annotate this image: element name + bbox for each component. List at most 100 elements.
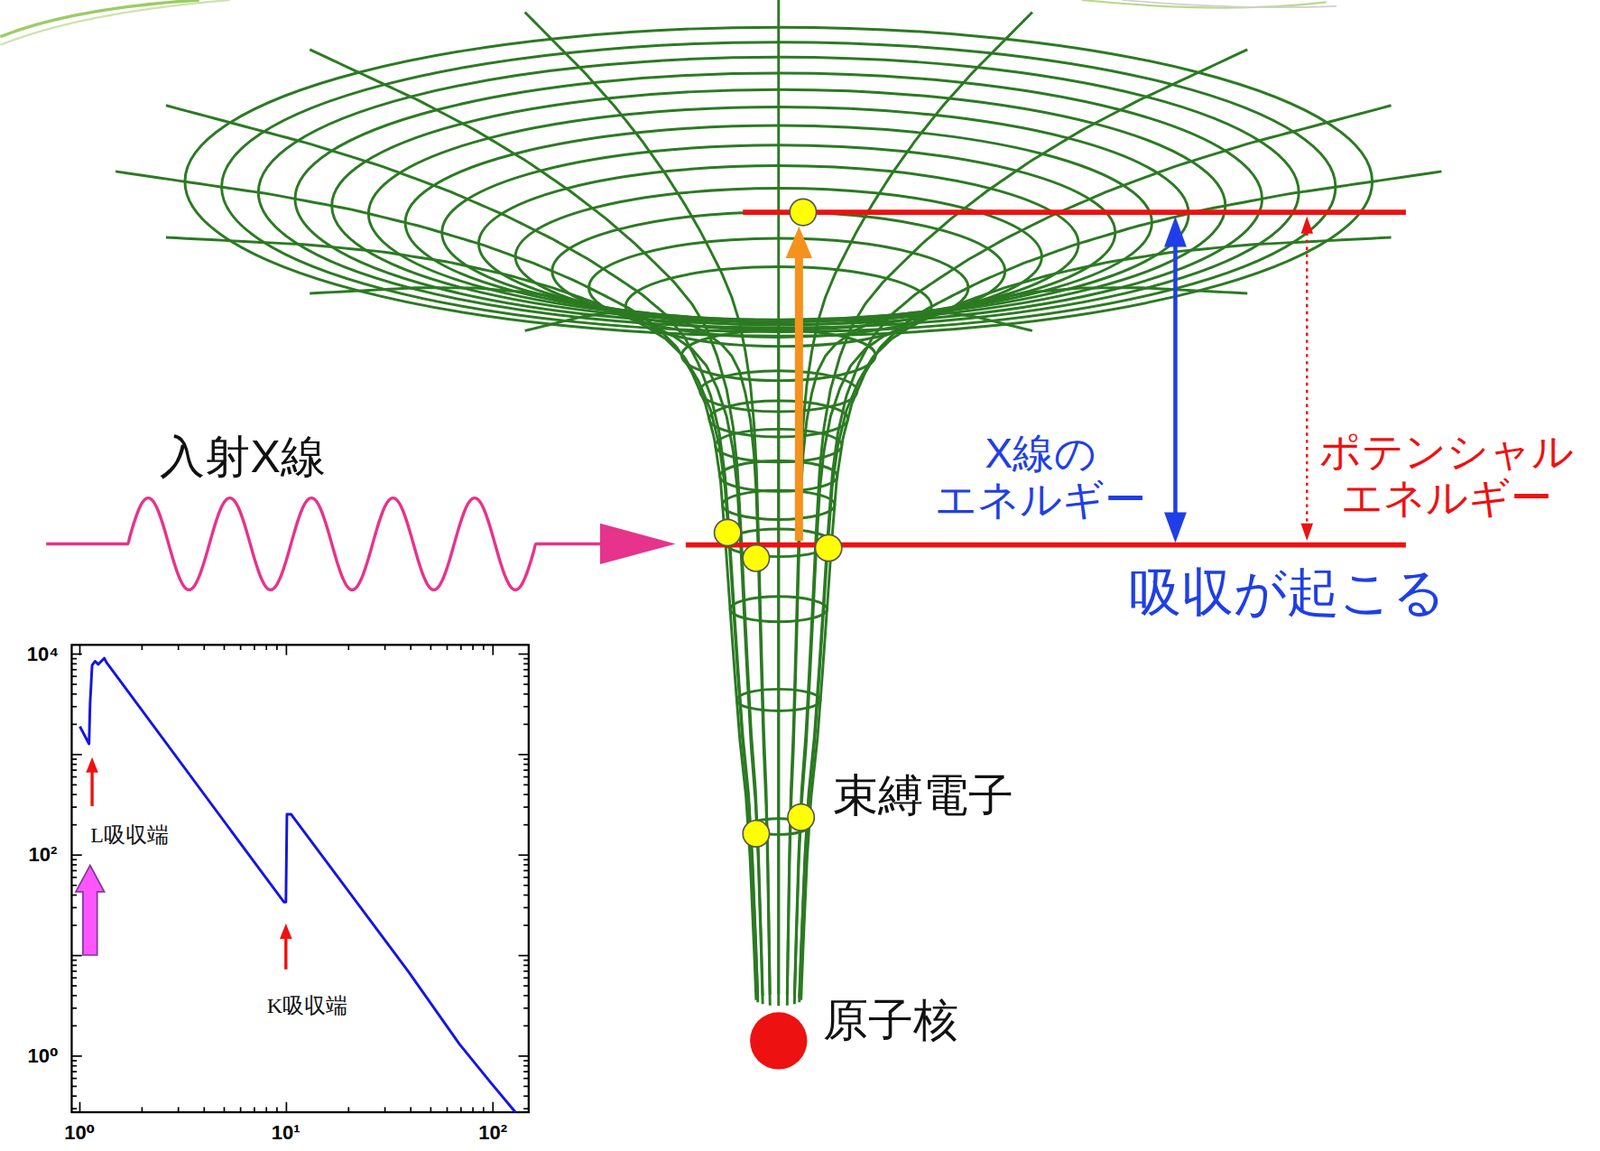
axis-tick xyxy=(482,1106,485,1112)
axis-tick xyxy=(523,1077,529,1080)
axis-tick xyxy=(409,644,412,650)
edge-label: K吸収端 xyxy=(265,993,350,1018)
axis-tick xyxy=(265,644,268,650)
axis-tick xyxy=(276,1106,278,1112)
axis-tick xyxy=(523,823,529,826)
axis-tick xyxy=(71,906,77,909)
axis-tick xyxy=(203,1106,205,1112)
axis-tick xyxy=(253,644,256,650)
absorption-curve xyxy=(79,657,516,1112)
axis-ticks xyxy=(71,644,528,1112)
xray-energy-arrow xyxy=(1164,216,1187,544)
beam-label: 入射X線 xyxy=(157,432,327,482)
axis-tick xyxy=(71,776,77,778)
axis-tick xyxy=(71,1077,77,1080)
axis-tick xyxy=(71,959,77,962)
arrow-head xyxy=(786,226,813,259)
axis-tick xyxy=(71,924,77,926)
axis-tick xyxy=(71,683,77,685)
axis-tick xyxy=(523,662,529,665)
axis-tick xyxy=(71,853,82,856)
axis-tick xyxy=(71,763,77,766)
axis-tick xyxy=(523,1085,529,1088)
axis-tick xyxy=(523,906,529,909)
axis-tick xyxy=(223,644,226,650)
tick-label: 10⁴ xyxy=(25,643,61,666)
axis-tick xyxy=(240,1106,242,1112)
block-arrow xyxy=(75,865,105,955)
tick-label: 10² xyxy=(476,1121,509,1144)
arrow-head xyxy=(1164,216,1187,248)
header-swoosh xyxy=(0,0,230,46)
energy-levels xyxy=(685,212,1406,545)
chart-frame xyxy=(71,644,528,1112)
energy-label: X線の エネルギー xyxy=(933,430,1148,522)
arrow-shaft xyxy=(90,769,93,806)
axis-tick xyxy=(71,723,77,726)
funnel-meridian xyxy=(525,11,771,994)
axis-tick xyxy=(523,1059,529,1062)
axis-tick xyxy=(71,1094,77,1097)
axis-tick xyxy=(523,668,529,671)
electrons xyxy=(714,198,842,847)
axis-tick xyxy=(71,1107,77,1110)
arrow-head xyxy=(1300,216,1314,234)
header-swoosh xyxy=(1122,0,1337,8)
axis-tick xyxy=(71,784,77,787)
header-decoration xyxy=(0,0,1337,46)
axis-tick xyxy=(286,1101,288,1112)
axis-tick xyxy=(523,723,529,726)
axis-tick xyxy=(460,644,463,650)
axis-tick xyxy=(523,1070,529,1073)
axis-tick xyxy=(71,1064,77,1067)
excitation-arrow xyxy=(786,226,813,541)
axis-tick xyxy=(460,1106,463,1112)
axis-tick xyxy=(523,1107,529,1110)
axis-tick xyxy=(71,1054,82,1057)
funnel-meridian xyxy=(794,287,1248,1005)
event-label: 吸収が起こる xyxy=(1127,563,1448,621)
electron xyxy=(814,534,842,561)
axis-tick xyxy=(446,1106,449,1112)
axis-tick xyxy=(347,1106,350,1112)
axis-tick xyxy=(471,1106,474,1112)
arrow-head xyxy=(600,523,676,565)
axis-tick xyxy=(523,1094,529,1097)
axis-tick xyxy=(223,1106,226,1112)
axis-tick xyxy=(523,970,529,972)
edge-arrows xyxy=(75,757,293,970)
axis-tick xyxy=(523,1025,529,1027)
axis-tick xyxy=(347,644,350,650)
axis-tick xyxy=(286,644,288,655)
arrow-head xyxy=(85,757,99,773)
axis-tick xyxy=(518,753,529,756)
axis-tick xyxy=(523,863,529,866)
axis-tick xyxy=(71,653,82,656)
electron xyxy=(714,518,741,546)
axis-tick xyxy=(518,954,529,957)
axis-tick xyxy=(141,644,144,650)
axis-tick xyxy=(71,963,77,966)
axis-tick xyxy=(240,644,242,650)
axis-tick xyxy=(430,644,433,650)
axis-tick xyxy=(71,970,77,972)
axis-tick xyxy=(409,1106,412,1112)
axis-tick xyxy=(523,894,529,897)
axis-tick xyxy=(71,976,77,979)
axis-tick xyxy=(523,994,529,997)
part-label: 原子核 xyxy=(821,995,961,1046)
energy-level-line xyxy=(742,209,1406,215)
axis-tick xyxy=(177,1106,180,1112)
axis-tick xyxy=(482,644,485,650)
axis-tick xyxy=(71,1025,77,1027)
axis-tick xyxy=(71,1007,77,1009)
axis-tick xyxy=(523,869,529,872)
energy-level-line xyxy=(685,542,1406,548)
axis-tick xyxy=(71,668,77,671)
axis-tick xyxy=(71,753,82,756)
axis-tick xyxy=(446,644,449,650)
axis-tick xyxy=(523,657,529,660)
axis-tick xyxy=(71,884,77,887)
axis-tick xyxy=(518,1054,529,1057)
